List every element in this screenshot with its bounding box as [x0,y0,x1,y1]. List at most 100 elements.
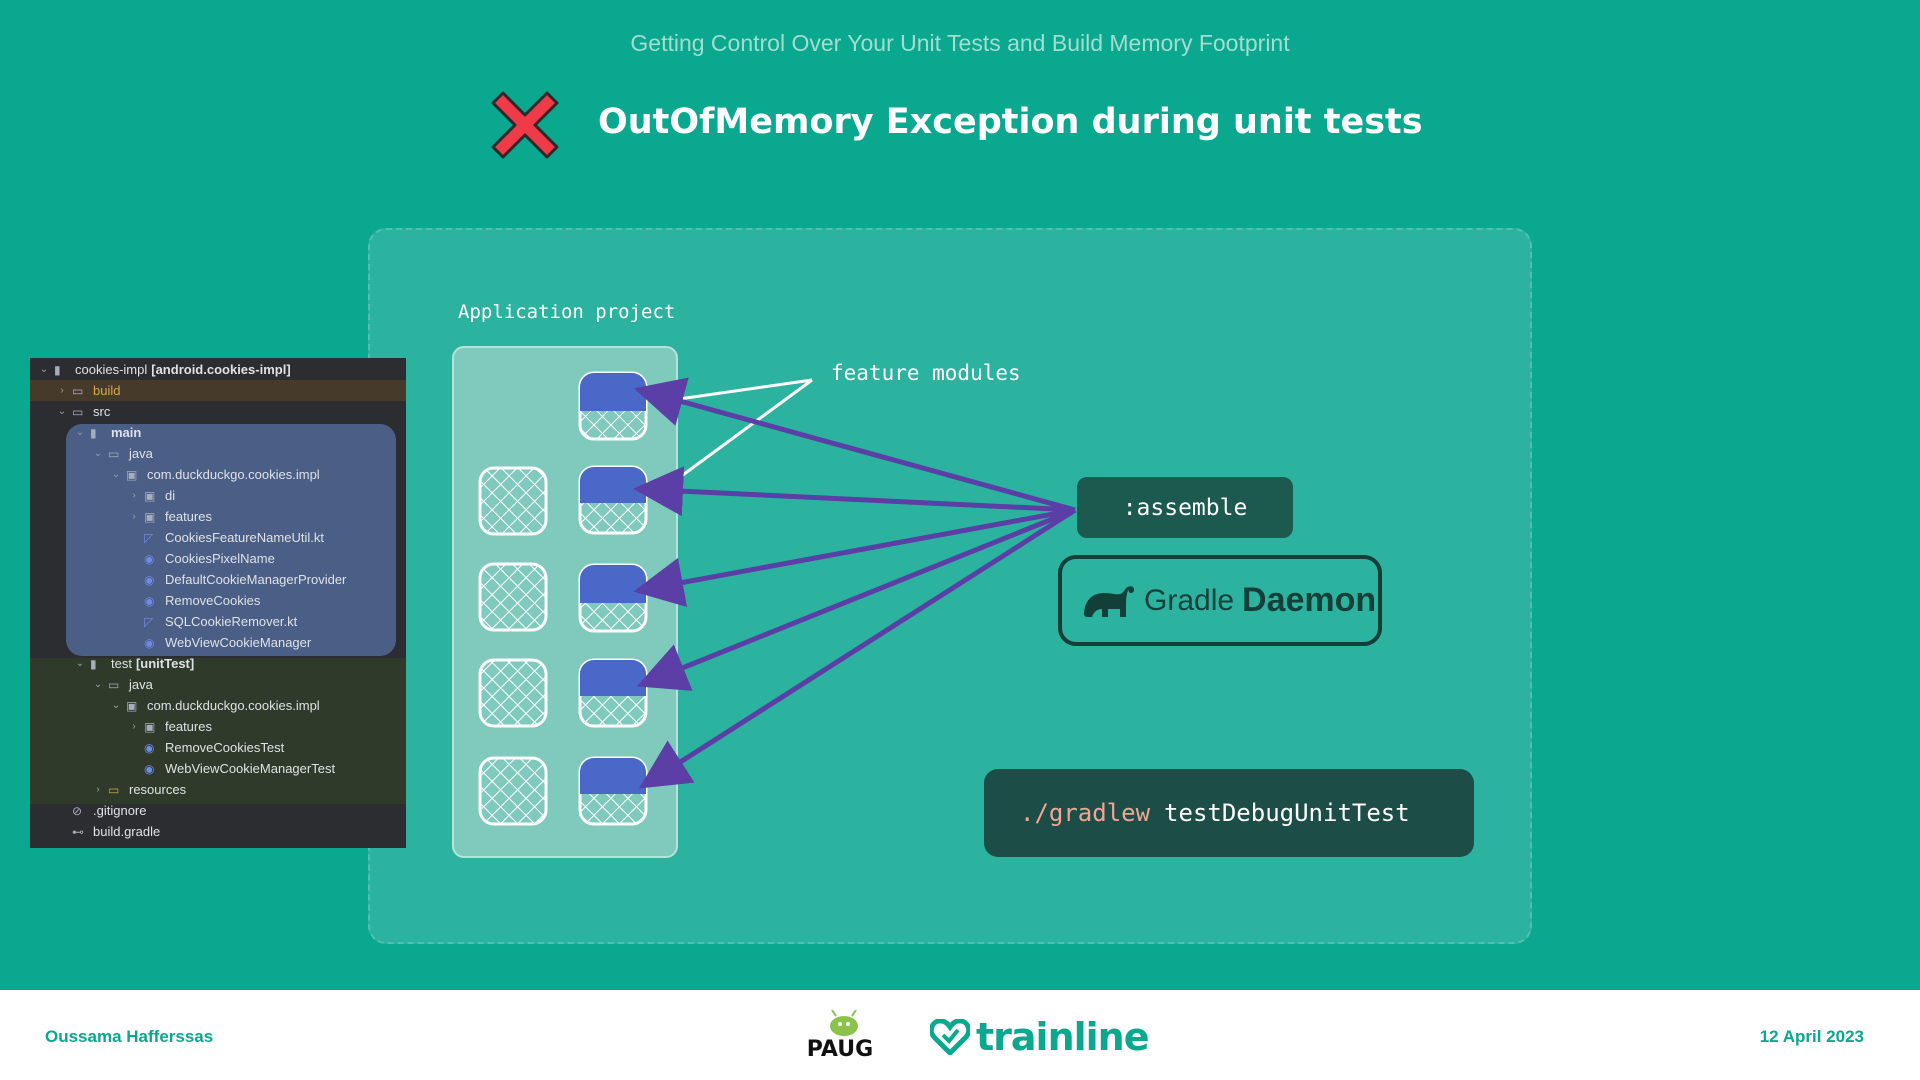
gradle-command-box: ./gradlew testDebugUnitTest [984,769,1474,857]
tree-row-label: main [111,425,142,440]
tree-row[interactable]: ◉ RemoveCookies [30,590,406,611]
class-icon: ◉ [144,572,155,587]
package-icon: ▣ [144,719,156,734]
tree-row-label: CookiesFeatureNameUtil.kt [165,530,324,545]
tree-row-label: java [129,677,153,692]
class-icon: ◉ [144,551,155,566]
build-folder-highlight [30,380,406,401]
tree-row[interactable]: › ▭ build [30,380,406,401]
gradle-daemon-box: Gradle Daemon [1058,555,1382,646]
test-source-highlight [30,658,406,804]
class-icon: ◉ [144,593,155,608]
folder-icon: ▭ [72,404,84,419]
tree-row[interactable]: › ▭ resources [30,779,406,800]
footer-date: 12 April 2023 [1759,1027,1864,1046]
chevron-down-icon[interactable]: ⌄ [111,700,121,711]
tree-row-label: build.gradle [93,824,161,839]
tree-row[interactable]: › ▣ features [30,716,406,737]
tree-row-label: .gitignore [93,803,147,818]
tree-row-label: cookies-impl [75,362,148,377]
project-label: Application project [458,301,676,323]
tree-row-label: java [129,446,153,461]
trainline-heart-icon [930,1019,970,1055]
gradle-file-icon: ⊷ [72,824,84,839]
tree-row[interactable]: ⌄ ▮ main [30,422,406,443]
package-icon: ▣ [144,488,156,503]
tree-row-suffix: [unitTest] [135,656,195,671]
tree-row-label: SQLCookieRemover.kt [165,614,298,629]
command-path: ./gradlew [1020,799,1151,827]
tree-row[interactable]: ⌄ ▣ com.duckduckgo.cookies.impl [30,464,406,485]
tree-row[interactable]: ⌄ ▭ src [30,401,406,422]
tree-row[interactable]: ⌄ ▮ cookies-impl[android.cookies-impl] [30,359,406,380]
project-tree: ⌄ ▮ cookies-impl[android.cookies-impl] › ▭ bu… [30,358,406,848]
gradle-word: Gradle [1144,583,1235,617]
chevron-down-icon[interactable]: ⌄ [93,448,103,459]
class-icon: ◉ [144,740,155,755]
daemon-word: Daemon [1242,581,1377,619]
tree-row-label: CookiesPixelName [165,551,275,566]
chevron-right-icon[interactable]: › [132,490,136,501]
chevron-right-icon[interactable]: › [96,784,100,795]
assemble-task-box: :assemble [1077,477,1293,538]
tree-row-label: features [165,509,212,524]
resources-folder-icon: ▭ [108,782,120,797]
kotlin-file-icon: ◸ [144,530,154,545]
tree-row-label: com.duckduckgo.cookies.impl [147,467,320,482]
chevron-down-icon[interactable]: ⌄ [39,364,49,375]
tree-row-label: WebViewCookieManagerTest [165,761,336,776]
folder-icon: ▭ [72,383,84,398]
tree-row[interactable]: ⌄ ▭ java [30,443,406,464]
module-icon: ▮ [90,656,97,671]
chevron-down-icon[interactable]: ⌄ [93,679,103,690]
tree-row[interactable]: ◸ SQLCookieRemover.kt [30,611,406,632]
tree-row[interactable]: ⌄▣com.duckduckgo.cookies.impl [30,695,406,716]
tree-row[interactable]: ◉RemoveCookiesTest [30,737,406,758]
gradle-elephant-icon [1084,585,1135,617]
chevron-down-icon[interactable]: ⌄ [75,427,85,438]
tree-row-label: src [93,404,111,419]
tree-row-suffix: [android.cookies-impl] [151,362,291,377]
class-icon: ◉ [144,635,155,650]
tree-row[interactable]: ◉ WebViewCookieManager [30,632,406,653]
chevron-down-icon[interactable]: ⌄ [57,406,67,417]
tree-row-label: features [165,719,212,734]
slide-title: OutOfMemory Exception during unit tests [598,102,1423,142]
error-x-icon [491,91,559,159]
tree-row[interactable]: ◉ DefaultCookieManagerProvider [30,569,406,590]
main-source-highlight [66,424,396,656]
tree-row[interactable]: ›▣features [30,506,406,527]
tree-row-label: RemoveCookies [165,593,261,608]
tree-row[interactable]: ◉ CookiesPixelName [30,548,406,569]
tree-row-label: DefaultCookieManagerProvider [165,572,347,587]
tree-row[interactable]: › ▣ di [30,485,406,506]
class-icon: ◉ [144,761,155,776]
tree-row[interactable]: ◉ WebViewCookieManagerTest [30,758,406,779]
chevron-right-icon[interactable]: › [132,511,136,522]
package-icon: ▣ [126,467,138,482]
tree-row[interactable]: ⊷ build.gradle [30,821,406,842]
application-project-box [452,346,678,858]
tree-row-label: di [165,488,176,503]
module-icon: ▮ [90,425,97,440]
tree-row-label: resources [129,782,187,797]
tree-row[interactable]: ⌄▮test[unitTest] [30,653,406,674]
tree-row[interactable]: ⌄▭java [30,674,406,695]
tree-row-label: build [93,383,121,398]
chevron-down-icon[interactable]: ⌄ [111,469,121,480]
chevron-right-icon[interactable]: › [132,721,136,732]
tree-row[interactable]: ◸ CookiesFeatureNameUtil.kt [30,527,406,548]
footer-author: Oussama Hafferssas [45,1027,214,1046]
tree-row[interactable]: ⊘.gitignore [30,800,406,821]
tree-row-label: WebViewCookieManager [165,635,312,650]
package-icon: ▣ [126,698,138,713]
kotlin-file-icon: ◸ [144,614,154,629]
module-icon: ▮ [54,362,61,377]
chevron-down-icon[interactable]: ⌄ [75,658,85,669]
chevron-right-icon[interactable]: › [60,385,64,396]
feature-modules-label: feature modules [831,361,1021,385]
svg-text:PAUG: PAUG [807,1037,873,1062]
trainline-logo: trainline [930,1015,1150,1059]
paug-logo: PAUG [807,1010,873,1062]
folder-icon: ▭ [108,446,120,461]
